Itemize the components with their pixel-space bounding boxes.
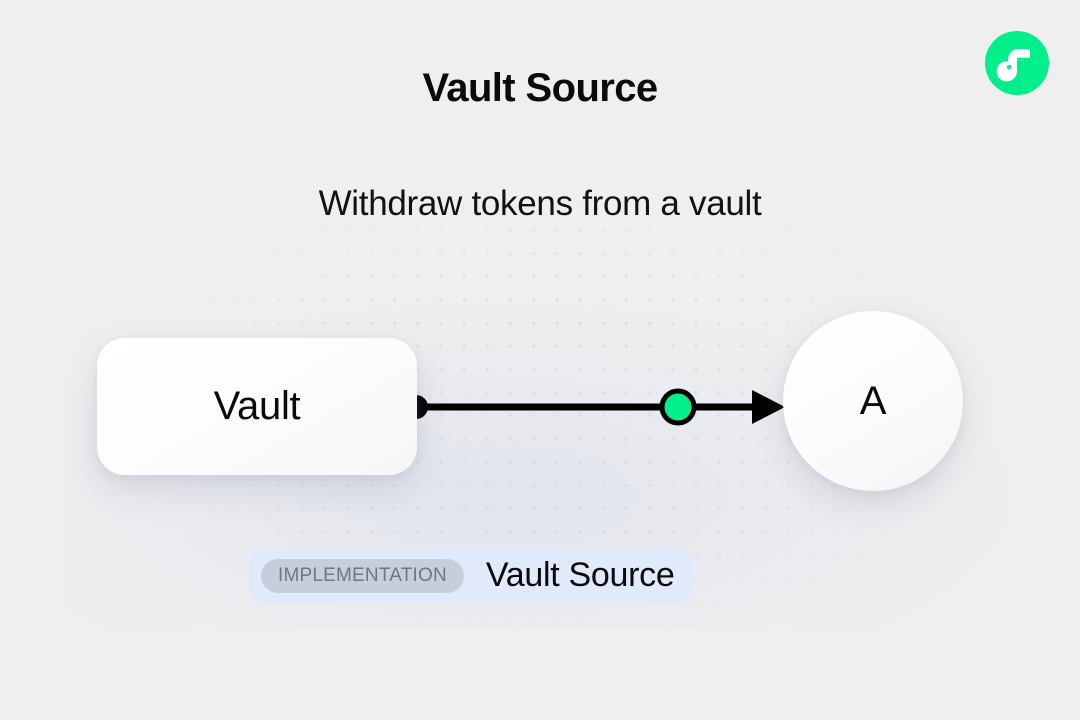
page-subtitle: Withdraw tokens from a vault xyxy=(318,184,762,223)
edge-midpoint-marker[interactable] xyxy=(659,388,697,426)
implementation-name-label: Vault Source xyxy=(485,556,675,594)
node-vault[interactable]: Vault xyxy=(97,338,417,475)
node-vault-label: Vault xyxy=(213,384,301,428)
flow-logo-icon xyxy=(985,31,1049,95)
implementation-tag-label: IMPLEMENTATION xyxy=(261,558,464,593)
implementation-badge[interactable]: IMPLEMENTATION Vault Source xyxy=(249,548,693,603)
node-a[interactable]: A xyxy=(783,311,963,491)
node-a-label: A xyxy=(859,378,887,423)
edge-arrowhead xyxy=(752,390,785,424)
page-title: Vault Source xyxy=(422,66,658,110)
